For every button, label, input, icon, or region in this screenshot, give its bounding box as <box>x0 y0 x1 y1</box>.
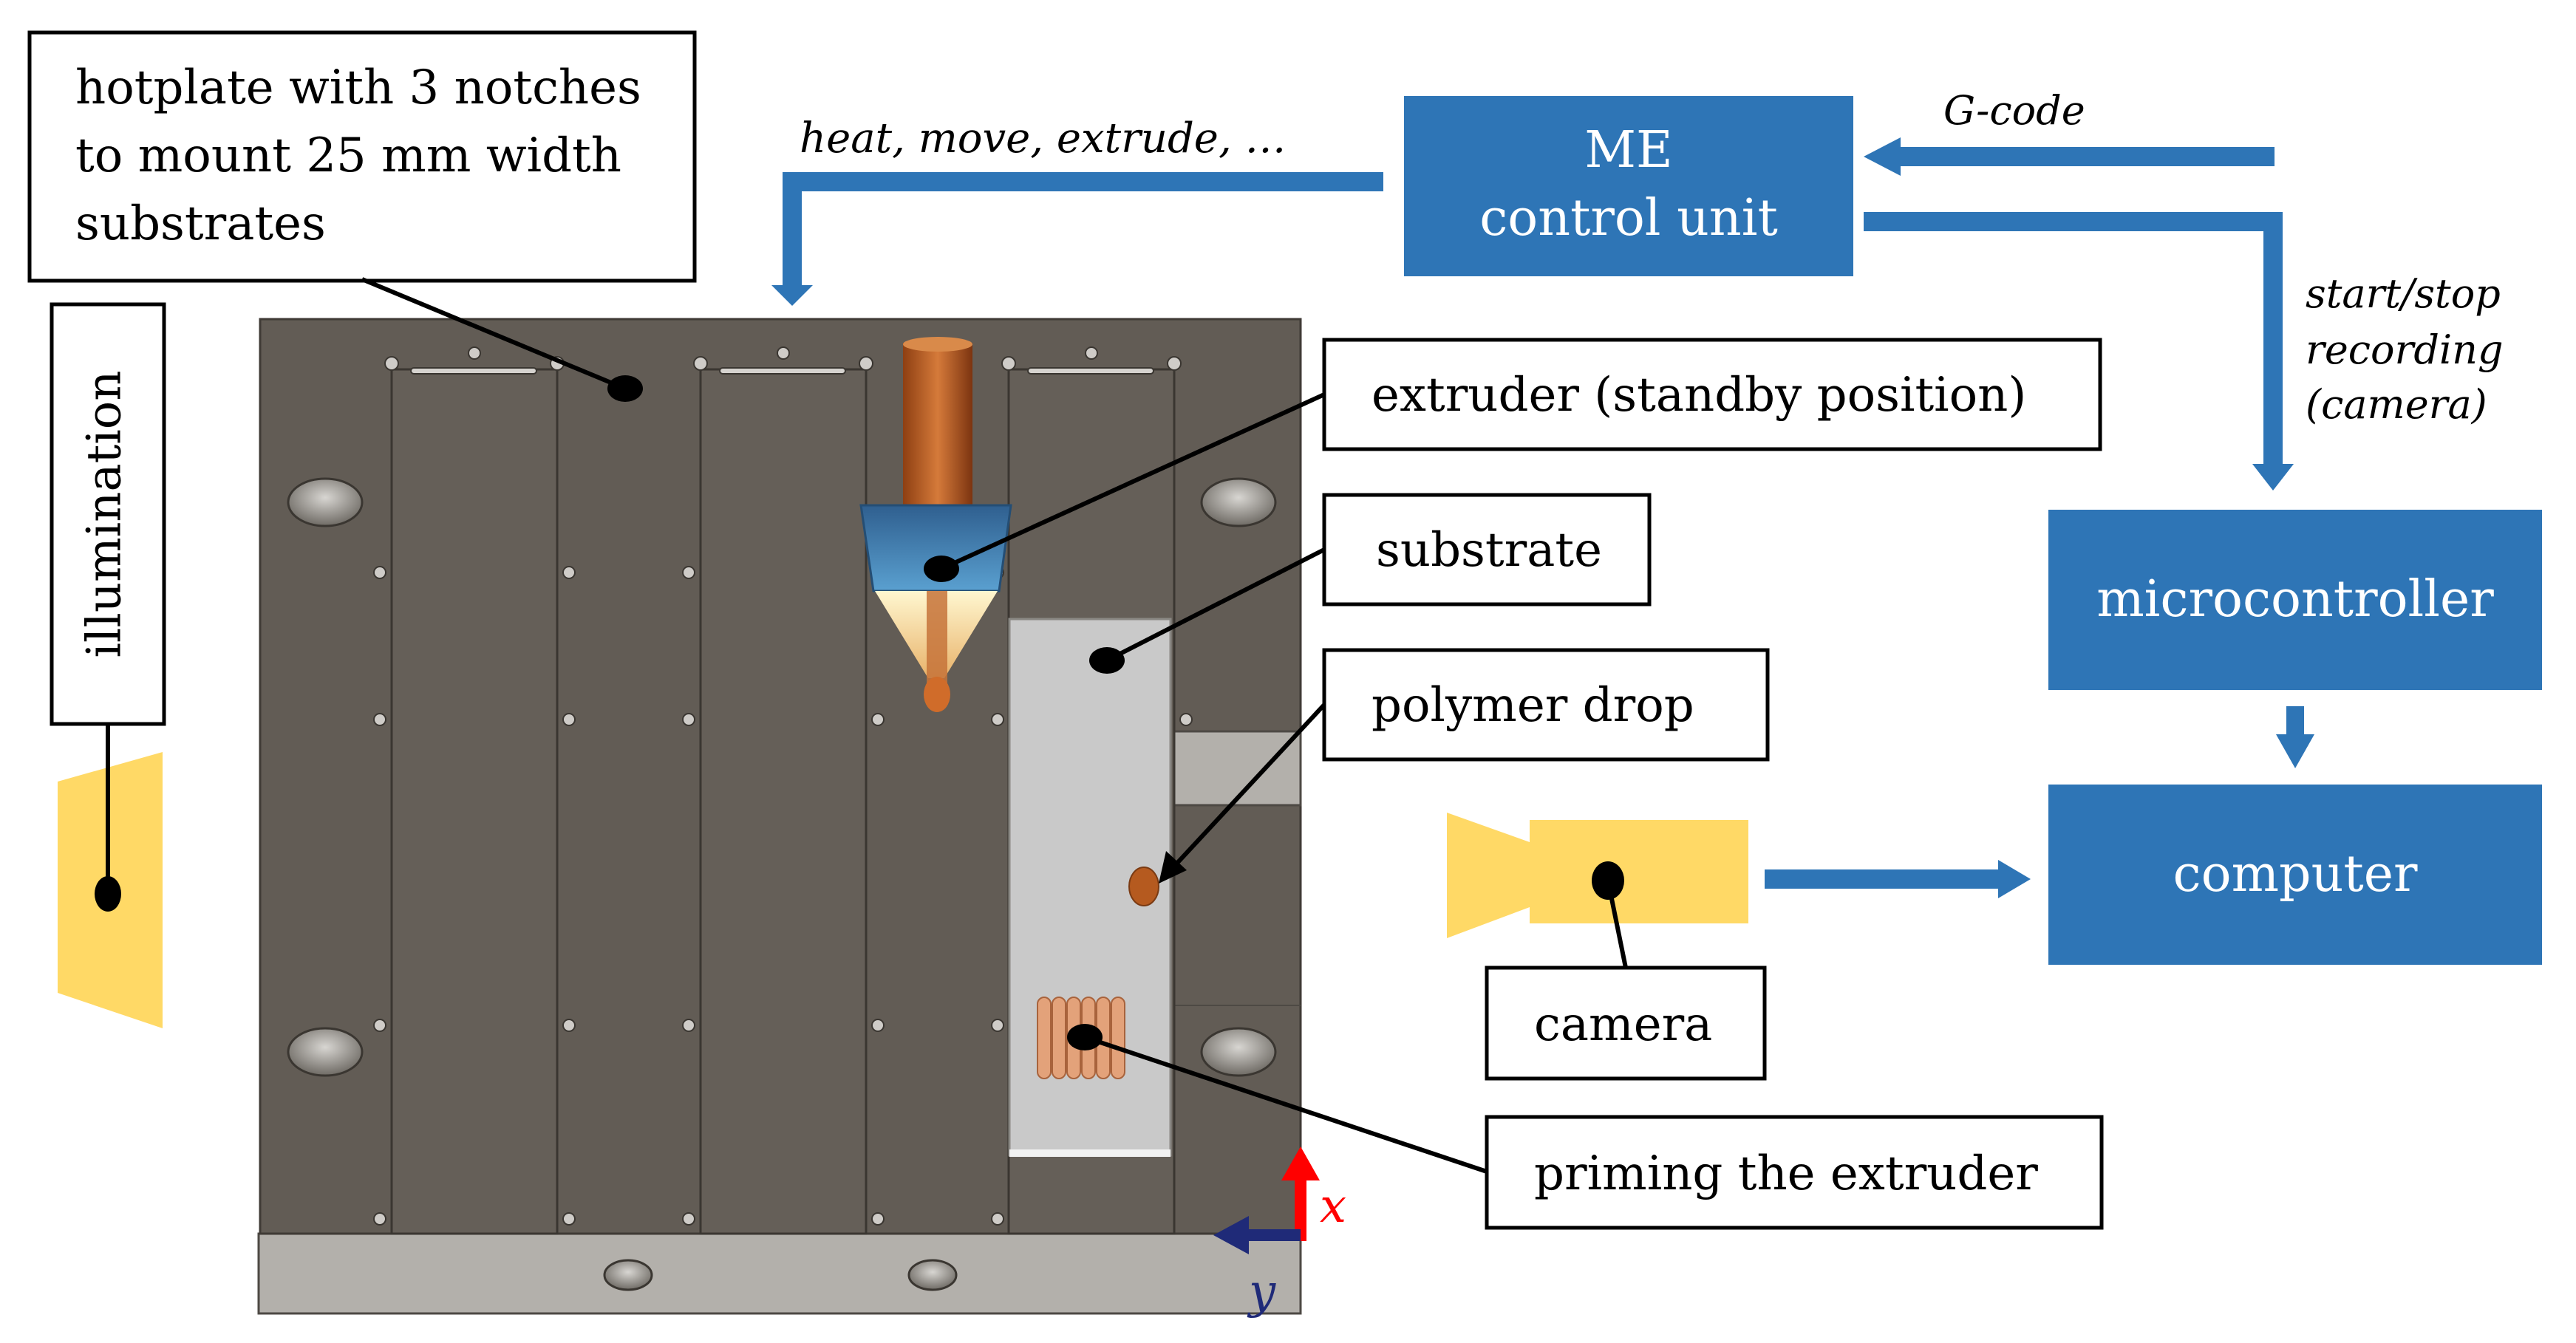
camera-computer-arrowhead <box>1998 860 2031 898</box>
microcontroller-label: microcontroller <box>2096 570 2494 629</box>
substrate-leader <box>1105 547 1326 663</box>
polymer-drop-label: polymer drop <box>1372 678 1694 733</box>
extruder <box>859 337 1012 712</box>
camera-label-box <box>1485 966 1767 1081</box>
computer-block <box>2048 785 2542 965</box>
illumination-label-box <box>50 302 166 726</box>
x-axis-arrowhead <box>1281 1146 1320 1180</box>
hotplate-label-line-3: substrates <box>75 197 326 251</box>
start-stop-label-1: start/stop <box>2306 270 2501 317</box>
computer-label: computer <box>2173 845 2418 903</box>
camera-icon <box>1447 813 1748 938</box>
hotplate-label-line-1: hotplate with 3 notches <box>75 61 641 115</box>
y-axis-arrowhead <box>1213 1216 1249 1254</box>
extruder-nozzle-body <box>859 504 1012 592</box>
camera-label: camera <box>1534 997 1712 1052</box>
camera-lens <box>1447 813 1530 938</box>
start-stop-arrowhead <box>2252 464 2294 491</box>
mc-computer-arrowhead <box>2276 734 2314 768</box>
base-hole-1 <box>603 1259 653 1291</box>
command-arrowhead <box>771 285 813 306</box>
mount-hole-bl <box>287 1027 364 1077</box>
command-arrow-label: heat, move, extrude, … <box>800 115 1287 163</box>
start-stop-arrow <box>1864 212 2283 465</box>
priming-label-box <box>1485 1115 2104 1230</box>
substrate-edge <box>1009 1149 1171 1157</box>
hotplate-leader-dot <box>607 375 643 402</box>
hotplate-ledge-lower <box>1166 1005 1301 1006</box>
command-arrow <box>783 172 1383 288</box>
priming-leader-dot <box>1067 1024 1103 1050</box>
me-control-unit-label-2: control unit <box>1479 189 1778 247</box>
start-stop-label-2: recording <box>2306 327 2504 373</box>
polymer-drop <box>1128 867 1159 906</box>
camera-body <box>1530 820 1748 923</box>
hotplate-ledge-upper <box>1165 730 1302 807</box>
substrate-label: substrate <box>1376 523 1602 578</box>
start-stop-label-3: (camera) <box>2306 381 2487 428</box>
extruder-label: extruder (standby position) <box>1372 368 2026 423</box>
hotplate-leader <box>361 277 627 391</box>
extruder-leader-dot <box>924 556 959 582</box>
mount-hole-tl <box>287 477 364 527</box>
gcode-arrow-label: G-code <box>1943 87 2085 134</box>
hotplate <box>257 318 1302 1315</box>
me-control-unit-label-1: ME <box>1584 121 1672 180</box>
mc-computer-arrow <box>2286 706 2304 736</box>
y-axis-label: y <box>1247 1265 1276 1319</box>
notch-1 <box>390 368 559 1235</box>
priming-coil <box>1037 997 1125 1079</box>
base-hole-2 <box>907 1259 958 1291</box>
notch-slot-1 <box>410 367 537 375</box>
hotplate-label-line-2: to mount 25 mm width <box>75 129 621 183</box>
illumination-leader-dot <box>95 876 121 912</box>
microcontroller-block <box>2048 510 2542 690</box>
camera-leader <box>1606 880 1628 968</box>
priming-label: priming the extruder <box>1534 1146 2038 1201</box>
illumination-label: illumination <box>78 370 132 657</box>
gcode-arrowhead <box>1864 137 1901 176</box>
polymer-drop-leader <box>1168 703 1326 872</box>
mount-hole-tr <box>1200 477 1277 527</box>
me-control-unit-block <box>1404 96 1853 276</box>
extruder-leader <box>940 392 1326 571</box>
x-axis-label: x <box>1320 1179 1346 1234</box>
priming-leader <box>1084 1035 1488 1174</box>
substrate-label-box <box>1322 493 1652 606</box>
polymer-drop-arrowhead <box>1159 851 1187 884</box>
notch-2 <box>699 368 868 1235</box>
notch-slot-2 <box>719 367 846 375</box>
hotplate-base-strip <box>257 1232 1302 1315</box>
substrate-leader-dot <box>1089 647 1125 674</box>
extruder-barrel-top <box>903 337 972 352</box>
extruder-drip <box>924 677 950 712</box>
mount-hole-br <box>1200 1027 1277 1077</box>
notch-slot-3 <box>1027 367 1154 375</box>
extruder-barrel <box>903 343 972 535</box>
